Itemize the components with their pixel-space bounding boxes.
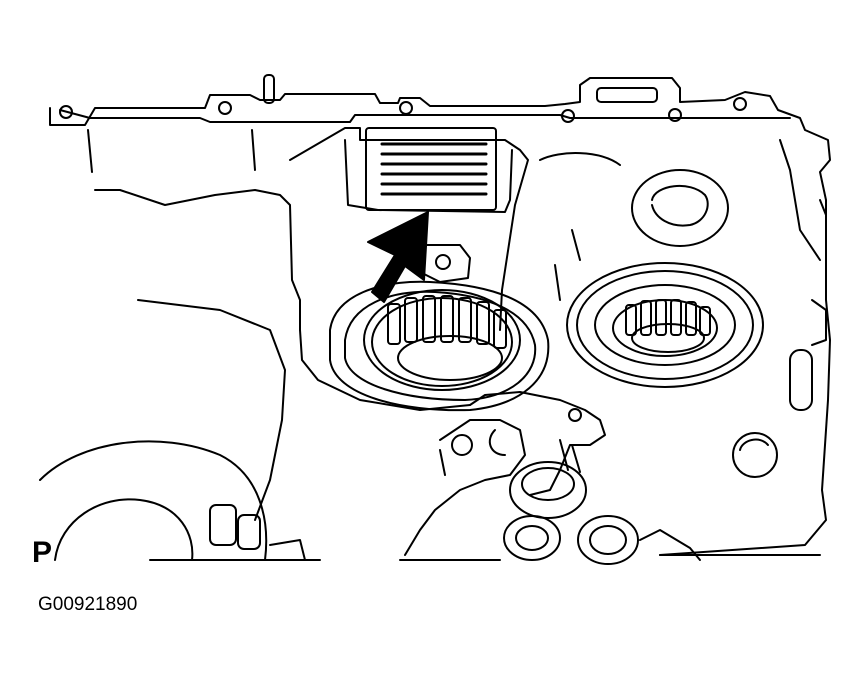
case-left-rib: [87, 129, 286, 521]
case-detail-lines: [439, 199, 827, 476]
bracket-bolt-1: [568, 408, 582, 422]
lower-left-housing: [39, 440, 268, 561]
shaft-spline-ridges: [380, 142, 488, 196]
upper-right-boss: [631, 169, 729, 247]
bracket-arm: [404, 419, 526, 556]
case-left-contour: [94, 189, 301, 331]
view-label: P: [32, 536, 53, 569]
lower-bosses: [503, 515, 701, 565]
flange-bolt-holes: [59, 74, 747, 123]
figure-code: G00921890: [38, 594, 138, 615]
bracket-bolt-2: [451, 434, 473, 456]
lower-center-ring: [509, 461, 587, 519]
right-slot: [789, 349, 813, 411]
bracket-hook: [488, 429, 506, 456]
case-outer-outline: [49, 77, 831, 556]
left-bearing-assembly: [329, 280, 550, 412]
shaft-housing-outline: [289, 127, 529, 331]
right-bearing-assembly: [566, 262, 764, 388]
case-right-web: [539, 139, 821, 261]
bottom-left-bolts: [209, 504, 306, 561]
lower-left-bore: [54, 498, 194, 561]
tab-hole: [435, 254, 451, 270]
shaft-housing-inner: [344, 139, 513, 213]
shaft-spline-block: [365, 127, 497, 211]
arrow-up-right-icon: [367, 211, 429, 303]
right-tab: [811, 299, 827, 346]
case-bottom-edge: [149, 554, 821, 561]
shift-bracket: [469, 391, 606, 496]
lower-right-boss: [732, 432, 778, 478]
case-inner-flange: [59, 109, 791, 123]
